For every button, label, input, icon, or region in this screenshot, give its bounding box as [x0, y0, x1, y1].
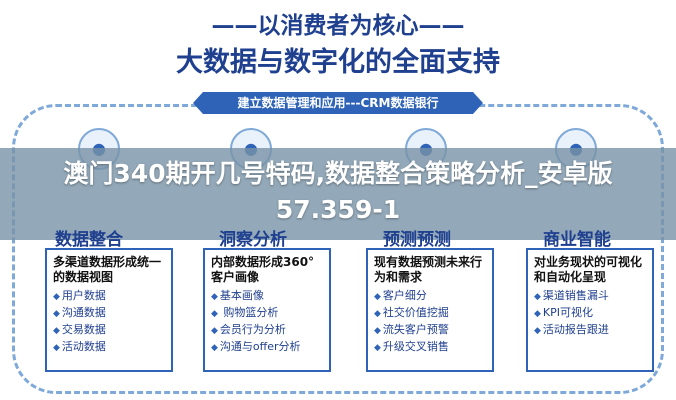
diamond-icon: ◆	[53, 309, 60, 319]
diamond-icon: ◆	[534, 292, 541, 302]
list-item: ◆会员行为分析	[211, 323, 286, 336]
list-item: ◆用户数据	[53, 289, 106, 302]
diamond-icon: ◆	[53, 292, 60, 302]
diamond-icon: ◆	[53, 343, 60, 353]
diamond-icon: ◆	[374, 343, 381, 353]
diamond-icon: ◆	[374, 309, 381, 319]
card-prediction: 现有数据预测未来行为和需求 ◆客户细分 ◆社交价值挖掘 ◆流失客户预警 ◆升级交…	[366, 248, 494, 372]
diamond-icon: ◆	[211, 309, 218, 319]
list-item: ◆客户细分	[374, 289, 427, 302]
card-insight-analysis: 内部数据形成360°客户画像 ◆基本画像 ◆ 购物篮分析 ◆会员行为分析 ◆沟通…	[203, 248, 331, 372]
card-title: 现有数据预测未来行为和需求	[374, 255, 483, 284]
heading-insight-analysis: 洞察分析	[219, 230, 287, 250]
diamond-icon: ◆	[211, 343, 218, 353]
card-title: 对业务现状的可视化和自动化呈现	[534, 255, 643, 284]
card-title: 多渠道数据形成统一的数据视图	[53, 255, 162, 284]
list-item: ◆交易数据	[53, 323, 106, 336]
overlay-banner	[0, 148, 676, 240]
diamond-icon: ◆	[534, 326, 541, 336]
heading-business-intelligence: 商业智能	[543, 230, 611, 250]
heading-prediction: 预测预测	[383, 230, 451, 250]
diamond-icon: ◆	[211, 326, 218, 336]
card-title: 内部数据形成360°客户画像	[211, 255, 315, 284]
list-item: ◆沟通与offer分析	[211, 340, 301, 353]
subtitle: ——以消费者为核心——	[211, 13, 465, 39]
diamond-icon: ◆	[534, 309, 541, 319]
crm-ribbon: 建立数据管理和应用---CRM数据银行	[193, 92, 483, 114]
list-item: ◆活动报告跟进	[534, 323, 609, 336]
card-business-intelligence: 对业务现状的可视化和自动化呈现 ◆渠道销售漏斗 ◆KPI可视化 ◆活动报告跟进	[526, 248, 654, 372]
list-item: ◆基本画像	[211, 289, 264, 302]
diamond-icon: ◆	[211, 292, 218, 302]
heading-data-integration: 数据整合	[55, 230, 123, 250]
list-item: ◆沟通数据	[53, 306, 106, 319]
diamond-icon: ◆	[374, 326, 381, 336]
banner-text: 澳门340期开几号特码,数据整合策略分析_安卓版57.359-1	[63, 159, 613, 224]
card-data-integration: 多渠道数据形成统一的数据视图 ◆用户数据 ◆沟通数据 ◆交易数据 ◆活动数据	[45, 248, 173, 372]
list-item: ◆KPI可视化	[534, 306, 594, 319]
list-item: ◆流失客户预警	[374, 323, 449, 336]
list-item: ◆升级交叉销售	[374, 340, 449, 353]
list-item: ◆渠道销售漏斗	[534, 289, 609, 302]
list-item: ◆社交价值挖掘	[374, 306, 449, 319]
diamond-icon: ◆	[374, 292, 381, 302]
list-item: ◆活动数据	[53, 340, 106, 353]
list-item: ◆ 购物篮分析	[211, 306, 279, 319]
diamond-icon: ◆	[53, 326, 60, 336]
page-title: 大数据与数字化的全面支持	[176, 47, 500, 78]
